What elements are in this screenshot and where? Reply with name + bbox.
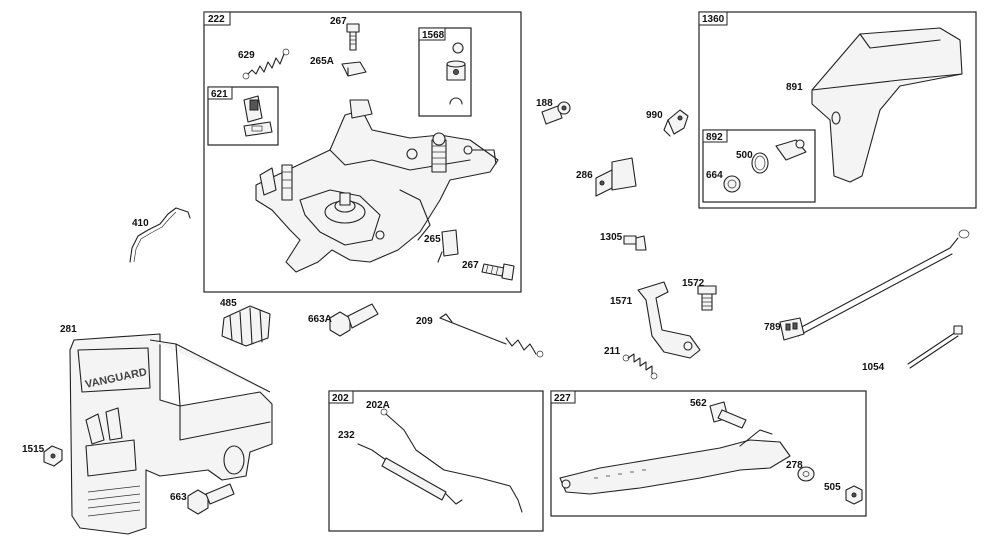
part-281-label: 281 [60, 324, 77, 335]
group-227[interactable]: 227 562 278 505 [550, 390, 867, 517]
part-265-label: 265 [424, 234, 441, 245]
group-1360-label: 1360 [702, 14, 725, 25]
group-621-label: 621 [211, 89, 228, 100]
part-232[interactable]: 232 [338, 430, 463, 505]
part-990[interactable]: 990 [646, 109, 689, 137]
part-789[interactable]: 789 [764, 229, 970, 341]
part-485-label: 485 [220, 298, 237, 309]
part-265a[interactable]: 265A [310, 56, 367, 77]
part-629[interactable]: 629 [238, 48, 290, 80]
part-664[interactable]: 664 [706, 170, 741, 193]
part-663-label: 663 [170, 492, 187, 503]
part-663a[interactable]: 663A [308, 303, 379, 337]
part-278-label: 278 [786, 460, 803, 471]
part-188-label: 188 [536, 98, 553, 109]
part-265a-label: 265A [310, 56, 334, 67]
part-209-label: 209 [416, 316, 433, 327]
part-410-label: 410 [132, 218, 149, 229]
part-500[interactable]: 500 [736, 139, 807, 174]
group-1568-label: 1568 [422, 30, 445, 41]
part-281[interactable]: VANGUARD 281 [60, 324, 273, 535]
part-500-label: 500 [736, 150, 753, 161]
group-227-label: 227 [554, 393, 571, 404]
part-1572[interactable]: 1572 [682, 278, 717, 311]
part-267-bottom[interactable]: 267 [462, 260, 515, 281]
group-222-label: 222 [208, 14, 225, 25]
part-505[interactable]: 505 [824, 482, 863, 505]
group-1360[interactable]: 1360 891 892 500 664 [698, 11, 977, 209]
part-267-top[interactable]: 267 [330, 16, 360, 51]
part-1054[interactable]: 1054 [862, 325, 963, 373]
part-1305[interactable]: 1305 [600, 232, 647, 251]
part-265[interactable]: 265 [424, 229, 459, 263]
part-505-label: 505 [824, 482, 841, 493]
part-789-label: 789 [764, 322, 781, 333]
part-410[interactable]: 410 [129, 207, 191, 263]
group-222[interactable]: 222 267 [203, 11, 522, 293]
part-211-label: 211 [604, 346, 621, 357]
group-621[interactable]: 621 [207, 86, 279, 146]
part-1305-label: 1305 [600, 232, 623, 243]
part-1515[interactable]: 1515 [22, 444, 63, 467]
part-664-label: 664 [706, 170, 723, 181]
part-286[interactable]: 286 [576, 157, 637, 197]
part-891[interactable]: 891 [786, 27, 963, 183]
part-663a-label: 663A [308, 314, 332, 325]
part-663[interactable]: 663 [170, 483, 235, 515]
part-188[interactable]: 188 [536, 98, 571, 125]
group-1568[interactable]: 1568 [418, 27, 472, 117]
throttle-lever-drawing [559, 429, 791, 495]
part-1054-label: 1054 [862, 362, 885, 373]
part-562[interactable]: 562 [690, 398, 747, 429]
part-202a-label: 202A [366, 400, 390, 411]
governor-bracket-drawing [255, 99, 499, 273]
part-202a[interactable]: 202A [366, 400, 523, 513]
part-267-top-label: 267 [330, 16, 347, 27]
group-202[interactable]: 202 202A 232 [328, 390, 544, 532]
group-202-label: 202 [332, 393, 349, 404]
part-278[interactable]: 278 [786, 460, 815, 482]
group-892[interactable]: 892 [702, 129, 816, 203]
part-1571-label: 1571 [610, 296, 633, 307]
part-990-label: 990 [646, 110, 663, 121]
part-1572-label: 1572 [682, 278, 705, 289]
part-891-label: 891 [786, 82, 803, 93]
part-267-bottom-label: 267 [462, 260, 479, 271]
part-209[interactable]: 209 [416, 313, 544, 358]
part-232-label: 232 [338, 430, 355, 441]
part-1515-label: 1515 [22, 444, 45, 455]
part-562-label: 562 [690, 398, 707, 409]
group-892-label: 892 [706, 132, 723, 143]
part-1571[interactable]: 1571 [610, 281, 701, 359]
part-629-label: 629 [238, 50, 255, 61]
part-485[interactable]: 485 [220, 298, 271, 347]
part-211[interactable]: 211 [604, 346, 658, 380]
part-286-label: 286 [576, 170, 593, 181]
